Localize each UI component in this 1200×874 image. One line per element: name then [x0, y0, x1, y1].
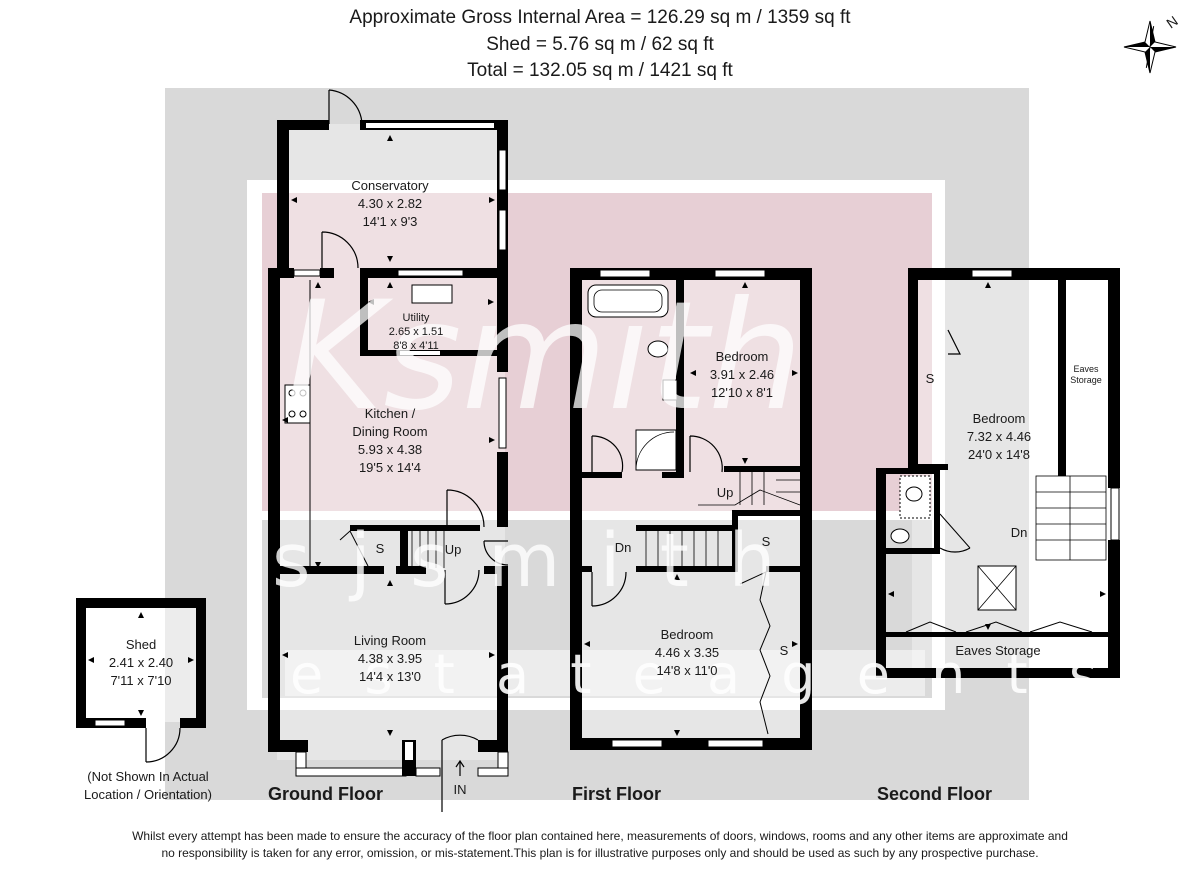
disclaimer-line1: Whilst every attempt has been made to en…	[132, 829, 1068, 843]
total-area-heading: Total = 132.05 sq m / 1421 sq ft	[467, 60, 733, 81]
living-room-label: Living Room 4.38 x 3.95 14'4 x 13'0	[335, 632, 445, 686]
second-floor-title: Second Floor	[877, 784, 993, 804]
shed-area-heading: Shed = 5.76 sq m / 62 sq ft	[486, 34, 714, 55]
conservatory-label: Conservatory 4.30 x 2.82 14'1 x 9'3	[330, 177, 450, 231]
watermark-tagline-band	[285, 650, 925, 696]
shed-note-line1: (Not Shown In Actual	[87, 769, 209, 784]
ground-floor-plan	[268, 89, 509, 812]
shed-note-line2: Location / Orientation)	[84, 787, 212, 802]
storage-marker: S	[779, 643, 789, 658]
entrance-marker: IN	[453, 782, 467, 797]
eaves-storage-large-label: Eaves Storage	[955, 643, 1041, 658]
bedroom-second-label: Bedroom 7.32 x 4.46 24'0 x 14'8	[945, 410, 1053, 464]
watermark-script: Ksmith	[285, 270, 804, 444]
north-compass	[1123, 20, 1177, 74]
first-floor-plan	[570, 268, 812, 750]
room-metric: 2.41 x 2.40	[108, 655, 174, 670]
room-metric: 5.93 x 4.38	[357, 442, 423, 457]
room-name-line2: Dining Room	[352, 424, 428, 439]
room-name-line1: Eaves	[1073, 364, 1099, 374]
room-name: Bedroom	[660, 627, 714, 642]
room-name: Conservatory	[351, 178, 429, 193]
room-name-line1: Kitchen /	[364, 406, 416, 421]
room-metric: 7.32 x 4.46	[966, 429, 1032, 444]
eaves-storage-small-label: Eaves Storage	[1064, 364, 1108, 386]
room-metric: 4.38 x 3.95	[357, 651, 423, 666]
room-metric: 2.65 x 1.51	[388, 326, 444, 338]
stairs-up-marker: Up	[716, 485, 734, 500]
utility-label: Utility 2.65 x 1.51 8'8 x 4'11	[380, 311, 452, 353]
shed-label: Shed 2.41 x 2.40 7'11 x 7'10	[95, 636, 187, 690]
storage-marker: S	[761, 534, 771, 549]
disclaimer-line2: no responsibility is taken for any error…	[161, 846, 1039, 860]
room-name: Bedroom	[715, 349, 769, 364]
first-floor-title: First Floor	[572, 784, 661, 804]
room-metric: 4.46 x 3.35	[654, 645, 720, 660]
storage-marker: S	[375, 541, 385, 556]
ground-floor-title: Ground Floor	[268, 784, 383, 804]
stairs-up-marker: Up	[444, 542, 462, 557]
room-metric: 4.30 x 2.82	[357, 196, 423, 211]
room-imperial: 14'4 x 13'0	[358, 669, 422, 684]
kitchen-dining-label: Kitchen / Dining Room 5.93 x 4.38 19'5 x…	[335, 405, 445, 477]
watermark-brand: s j s m i t h	[272, 518, 784, 604]
watermark-tagline: e s t a t e a g e n t s	[290, 643, 1109, 706]
gross-area-heading: Approximate Gross Internal Area = 126.29…	[349, 7, 851, 28]
second-floor-plan	[876, 268, 1120, 678]
room-imperial: 8'8 x 4'11	[393, 340, 439, 352]
room-name: Shed	[125, 637, 157, 652]
room-imperial: 19'5 x 14'4	[358, 460, 422, 475]
bedroom-first-small-label: Bedroom 3.91 x 2.46 12'10 x 8'1	[690, 348, 794, 402]
room-imperial: 14'8 x 11'0	[656, 663, 718, 678]
storage-marker: S	[925, 371, 935, 386]
shed-plan	[76, 598, 206, 763]
bedroom-first-large-label: Bedroom 4.46 x 3.35 14'8 x 11'0	[632, 626, 742, 680]
room-imperial: 7'11 x 7'10	[110, 673, 172, 688]
room-metric: 3.91 x 2.46	[709, 367, 775, 382]
room-imperial: 14'1 x 9'3	[362, 214, 418, 229]
shed-note: (Not Shown In Actual Location / Orientat…	[66, 768, 230, 804]
room-name-line2: Storage	[1070, 375, 1102, 385]
stairs-down-marker: Dn	[614, 540, 632, 555]
room-imperial: 24'0 x 14'8	[967, 447, 1031, 462]
room-name: Living Room	[353, 633, 427, 648]
room-name: Bedroom	[972, 411, 1026, 426]
room-imperial: 12'10 x 8'1	[710, 385, 774, 400]
stairs-down-marker: Dn	[1010, 525, 1028, 540]
room-name: Utility	[402, 312, 430, 324]
